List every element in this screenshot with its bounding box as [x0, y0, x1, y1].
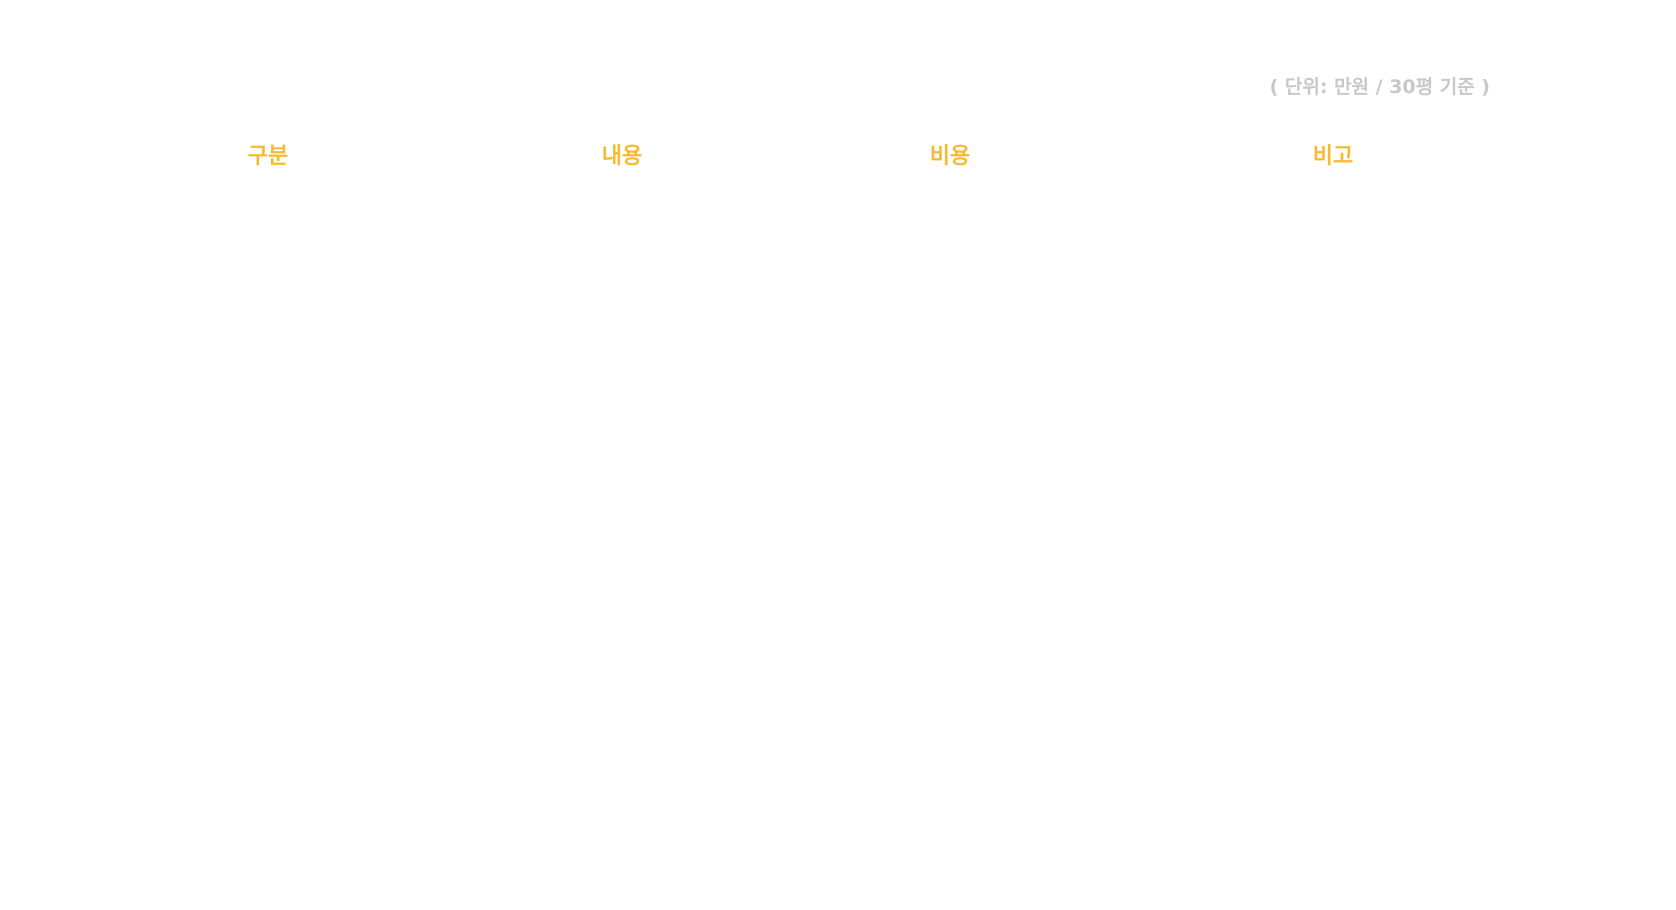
- column-header-remarks: 비고: [1312, 144, 1354, 169]
- column-header-content: 내용: [601, 144, 643, 169]
- table-body: [150, 190, 1526, 870]
- unit-note: ( 단위: 만원 / 30평 기준 ): [1269, 76, 1490, 98]
- column-header-category: 구분: [247, 144, 289, 169]
- column-header-cost: 비용: [929, 144, 971, 169]
- table-header-row: 구분 내용 비용 비고: [0, 138, 1676, 178]
